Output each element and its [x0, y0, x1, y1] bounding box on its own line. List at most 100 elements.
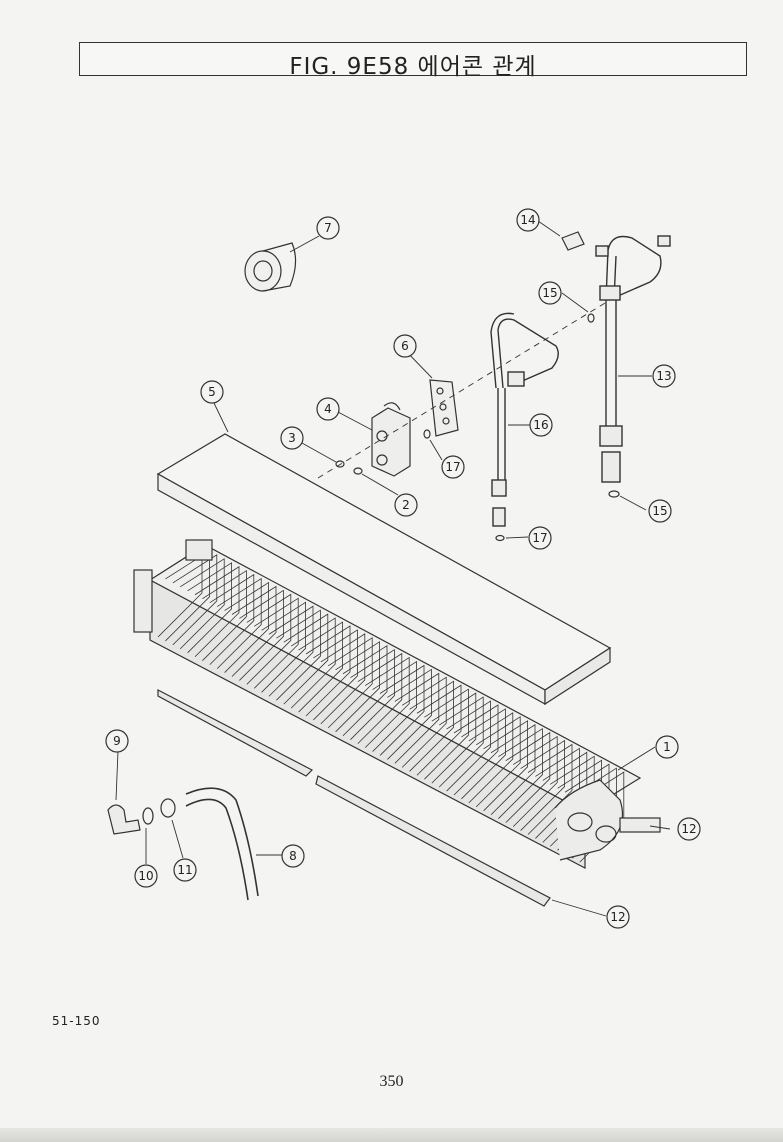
evaporator-fin	[261, 601, 307, 693]
callout-circle-evaporator-core	[655, 735, 679, 759]
callout-circle-drain-hose	[281, 844, 305, 868]
callout-number-expansion-valve: 4	[324, 402, 332, 416]
evaporator-fin	[372, 660, 418, 752]
callout-circle-seal-strip	[677, 817, 701, 841]
callout-number-o-ring: 15	[542, 286, 557, 300]
evaporator-fin	[409, 680, 455, 772]
callout-number-seal-strip: 12	[681, 822, 696, 836]
pipe-16-drawing	[490, 312, 559, 527]
evaporator-fin	[179, 558, 225, 650]
scan-edge-band	[0, 1128, 783, 1142]
callout-number-drain-hose: 8	[289, 849, 297, 863]
callout-number-cap: 14	[520, 213, 535, 227]
callout-number-insulation-tape: 7	[324, 221, 332, 235]
callout-number-washer: 10	[138, 869, 153, 883]
evaporator-fin	[172, 554, 218, 646]
callout-number-o-ring: 17	[532, 531, 547, 545]
leader-lines	[115, 220, 671, 917]
callout-circle-washer	[134, 864, 158, 888]
evaporator-fin	[313, 629, 358, 721]
callout-number-pipe: 13	[656, 369, 671, 383]
evaporator-fin	[512, 735, 558, 827]
evaporator-fin	[209, 573, 255, 665]
evaporator-fin	[268, 605, 314, 697]
evaporator-fin	[253, 597, 299, 689]
callout-circle-cap	[516, 208, 540, 232]
callout-circle-insulation-tape	[316, 216, 340, 240]
insulation-tape-drawing	[244, 242, 297, 292]
callout-circle-expansion-valve	[316, 397, 340, 421]
evaporator-fin	[394, 672, 440, 764]
callout-number-pipe: 16	[533, 418, 548, 432]
callout-circle-o-ring	[648, 499, 672, 523]
evaporator-fin	[327, 637, 373, 729]
evaporator-fin	[453, 704, 499, 796]
evaporator-fin	[490, 724, 536, 816]
evaporator-fin	[290, 617, 336, 709]
evaporator-fin	[498, 727, 543, 819]
evaporator-fin	[387, 668, 432, 760]
evaporator-fin	[276, 609, 321, 701]
evaporator-fin	[424, 688, 469, 780]
figure-code: 51-150	[52, 1014, 101, 1028]
callout-number-o-ring: 15	[652, 504, 667, 518]
evaporator-fin	[224, 581, 270, 673]
evaporator-fin	[342, 645, 388, 737]
callout-circle-valve-bracket	[393, 334, 417, 358]
evaporator-fin	[157, 546, 203, 638]
callout-circle-seal-strip	[606, 905, 630, 929]
callout-number-seal-strip: 12	[610, 910, 625, 924]
evaporator-fin	[165, 550, 210, 642]
callout-circle-o-ring	[280, 426, 304, 450]
pipe-13-drawing	[595, 235, 671, 483]
figure-title: FIG. 9E58 에어콘 관계	[289, 54, 537, 80]
callout-circle-drain-elbow	[105, 729, 129, 753]
drain-assembly-drawing	[107, 787, 259, 901]
callout-number-valve-bracket: 6	[401, 339, 409, 353]
evaporator-fin	[231, 585, 277, 677]
evaporator-fin	[202, 569, 247, 661]
evaporator-fin	[357, 652, 403, 744]
evaporator-fin	[239, 589, 284, 681]
evaporator-fin	[431, 692, 477, 784]
evaporator-fin	[320, 633, 366, 725]
evaporator-fin	[527, 743, 573, 835]
evaporator-fin	[379, 664, 425, 756]
callout-circle-insulation-pad	[200, 380, 224, 404]
assembly-guide-line	[317, 299, 611, 479]
callout-circle-nut	[173, 858, 197, 882]
insulation-pad-drawing	[156, 433, 612, 706]
evaporator-fin	[475, 716, 521, 808]
evaporator-fin	[438, 696, 484, 788]
callout-number-nut: 11	[177, 863, 192, 877]
evaporator-fin	[216, 577, 262, 669]
seal-strip-drawings	[157, 689, 551, 907]
o-ring-drawings	[335, 313, 620, 542]
callout-circle-o-ring	[538, 281, 562, 305]
evaporator-fin	[520, 739, 565, 831]
cap-drawing	[561, 231, 585, 251]
evaporator-fin	[335, 641, 381, 733]
page-number: 350	[379, 1073, 404, 1090]
title-box: FIG. 9E58 에어콘 관계	[79, 42, 747, 80]
evaporator-fin	[446, 700, 492, 792]
callout-circle-o-ring	[394, 493, 418, 517]
evaporator-fin	[483, 720, 528, 812]
evaporator-core-drawing	[133, 539, 661, 869]
callout-number-o-ring: 17	[445, 460, 460, 474]
evaporator-fin	[350, 648, 395, 740]
callout-circle-pipe	[529, 413, 553, 437]
evaporator-fin	[298, 621, 344, 713]
evaporator-fin	[468, 712, 514, 804]
evaporator-fin	[283, 613, 329, 705]
evaporator-fin	[416, 684, 462, 776]
callout-number-drain-elbow: 9	[113, 734, 121, 748]
evaporator-fin	[364, 656, 410, 748]
evaporator-fin	[194, 566, 240, 658]
evaporator-fin	[461, 708, 506, 800]
evaporator-fin	[305, 625, 351, 717]
callout-circle-o-ring	[528, 526, 552, 550]
evaporator-fin	[246, 593, 292, 685]
